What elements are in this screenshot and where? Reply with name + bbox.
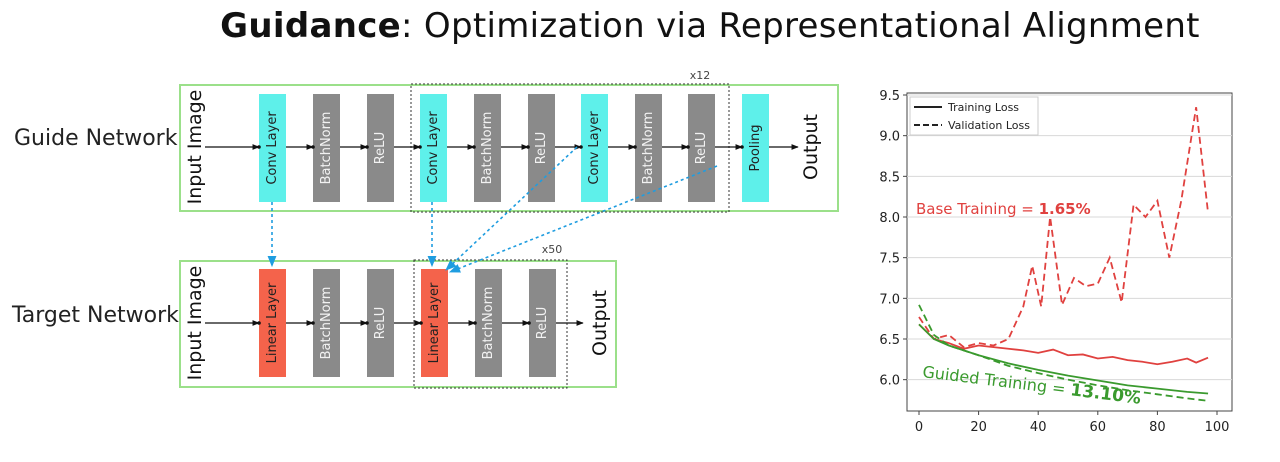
guide_network-frame bbox=[179, 84, 839, 212]
guide_network-block-1 bbox=[313, 94, 340, 202]
target_network-dot-2 bbox=[365, 321, 369, 325]
target_network-block-2 bbox=[367, 269, 394, 377]
chart-legend-box bbox=[909, 96, 1039, 136]
target_network-dot-4 bbox=[473, 321, 477, 325]
chart-annotation-base: Base Training = 1.65% bbox=[916, 200, 1091, 218]
guide_network-block-label-8: ReLU bbox=[694, 132, 709, 165]
guide_network-dot-8 bbox=[686, 145, 690, 149]
guide_network-repeat-box bbox=[410, 83, 730, 213]
title-bold: Guidance bbox=[220, 6, 402, 46]
guide_network-block-label-2: ReLU bbox=[373, 132, 388, 165]
title-rest: : Optimization via Representational Alig… bbox=[401, 6, 1200, 46]
guide_network-output-label: Output bbox=[800, 114, 822, 180]
guide_network-dot-5 bbox=[526, 145, 530, 149]
target_network-frame bbox=[179, 260, 617, 388]
guide_network-block-6 bbox=[581, 94, 608, 202]
chart-legend-label-0: Training Loss bbox=[947, 101, 1019, 114]
guide_network-dot-6 bbox=[579, 145, 583, 149]
target_network-block-label-1: BatchNorm bbox=[319, 287, 334, 360]
chart-series-line-0 bbox=[918, 323, 1209, 366]
chart-annotation-base-prefix: Base Training = bbox=[916, 200, 1039, 218]
chart-ytick-label-0: 6.0 bbox=[879, 374, 900, 389]
chart-xtick-label-0: 0 bbox=[915, 420, 923, 435]
chart-ytick-label-4: 8.0 bbox=[879, 211, 900, 226]
guide_network-block-3 bbox=[420, 94, 447, 202]
guide_network-block-label-4: BatchNorm bbox=[480, 112, 495, 185]
guide_network-block-0 bbox=[259, 94, 286, 202]
guide_network-dot-9 bbox=[740, 145, 744, 149]
chart-annotation-base-value: 1.65% bbox=[1039, 200, 1091, 218]
chart-series-line-3 bbox=[918, 304, 1209, 402]
chart-series-line-1 bbox=[918, 107, 1209, 349]
guide_network-block-8 bbox=[688, 94, 715, 202]
target_network-dot-5 bbox=[527, 321, 531, 325]
target_network-block-label-3: Linear Layer bbox=[427, 282, 442, 363]
chart-ytick-label-6: 9.0 bbox=[879, 130, 900, 145]
chart-xtick-label-1: 20 bbox=[970, 420, 987, 435]
guide_network-repeat-label: x12 bbox=[690, 69, 711, 82]
chart-xtick-label-5: 100 bbox=[1205, 420, 1230, 435]
target_network-repeat-label: x50 bbox=[542, 243, 563, 256]
guide_network-block-label-3: Conv Layer bbox=[426, 111, 441, 185]
guide_network-block-label-0: Conv Layer bbox=[265, 111, 280, 185]
guide_network-block-7 bbox=[635, 94, 662, 202]
page-title: Guidance: Optimization via Representatio… bbox=[0, 6, 1280, 46]
target_network-block-label-4: BatchNorm bbox=[481, 287, 496, 360]
chart-xtick-label-4: 80 bbox=[1149, 420, 1166, 435]
target-network-label: Target Network bbox=[12, 303, 179, 328]
target_network-block-4 bbox=[475, 269, 502, 377]
chart-ytick-label-1: 6.5 bbox=[879, 333, 900, 348]
guide_network-block-5 bbox=[528, 94, 555, 202]
guide_network-block-label-1: BatchNorm bbox=[319, 112, 334, 185]
guide-network-label: Guide Network bbox=[14, 126, 178, 151]
target_network-repeat-box bbox=[413, 259, 568, 389]
chart-xtick-label-2: 40 bbox=[1030, 420, 1047, 435]
guide_network-block-label-6: Conv Layer bbox=[587, 111, 602, 185]
guide_network-block-9 bbox=[742, 94, 769, 202]
guide_network-block-label-5: ReLU bbox=[534, 132, 549, 165]
target_network-dot-0 bbox=[257, 321, 261, 325]
target_network-output-label: Output bbox=[589, 290, 611, 356]
target_network-dot-3 bbox=[419, 321, 423, 325]
chart-ytick-label-3: 7.5 bbox=[879, 252, 900, 267]
guide_network-dot-1 bbox=[311, 145, 315, 149]
chart-ytick-label-2: 7.0 bbox=[879, 292, 900, 307]
chart-plot-area bbox=[906, 92, 1233, 412]
chart-xtick-label-3: 60 bbox=[1090, 420, 1107, 435]
chart-ytick-label-5: 8.5 bbox=[879, 170, 900, 185]
target_network-block-label-2: ReLU bbox=[373, 307, 388, 340]
guide_network-dot-4 bbox=[472, 145, 476, 149]
guide_network-dot-3 bbox=[418, 145, 422, 149]
target_network-block-1 bbox=[313, 269, 340, 377]
guide_network-dot-2 bbox=[365, 145, 369, 149]
guide_network-block-label-7: BatchNorm bbox=[641, 112, 656, 185]
target_network-block-label-0: Linear Layer bbox=[265, 282, 280, 363]
guide_network-block-2 bbox=[367, 94, 394, 202]
guide_network-dot-0 bbox=[257, 145, 261, 149]
target_network-block-0 bbox=[259, 269, 286, 377]
target_network-block-label-5: ReLU bbox=[535, 307, 550, 340]
target_network-input-label: Input Image bbox=[184, 266, 206, 381]
chart-ytick-label-7: 9.5 bbox=[879, 89, 900, 104]
guide_network-input-label: Input Image bbox=[184, 90, 206, 205]
target_network-block-3 bbox=[421, 269, 448, 377]
target_network-block-5 bbox=[529, 269, 556, 377]
target_network-dot-1 bbox=[311, 321, 315, 325]
guide_network-block-4 bbox=[474, 94, 501, 202]
chart-legend-label-1: Validation Loss bbox=[948, 119, 1030, 132]
guide_network-block-label-9: Pooling bbox=[748, 125, 763, 172]
guide_network-dot-7 bbox=[633, 145, 637, 149]
